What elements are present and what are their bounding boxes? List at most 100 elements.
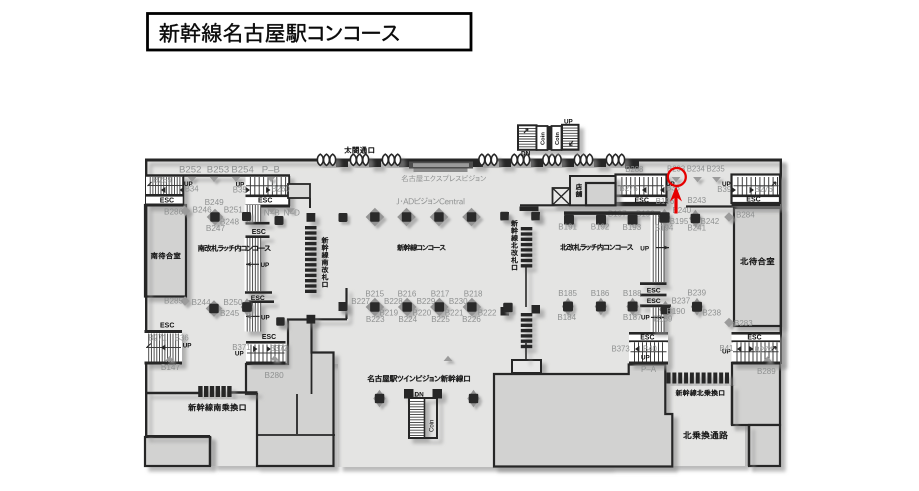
svg-text:ESC: ESC: [640, 335, 654, 342]
svg-text:B222: B222: [478, 308, 497, 317]
svg-text:B191: B191: [558, 223, 577, 232]
svg-text:B245: B245: [220, 309, 240, 318]
svg-text:B254: B254: [231, 165, 254, 176]
svg-text:B235: B235: [707, 165, 726, 174]
svg-text:B250: B250: [223, 298, 243, 307]
svg-text:B373: B373: [612, 345, 630, 354]
svg-text:B217: B217: [431, 289, 450, 298]
svg-text:ESC: ESC: [262, 334, 276, 341]
svg-text:B184: B184: [557, 313, 576, 322]
svg-text:B195: B195: [670, 217, 689, 226]
svg-text:B35: B35: [233, 185, 248, 194]
svg-text:B234: B234: [687, 165, 706, 174]
svg-text:B251: B251: [224, 205, 244, 214]
svg-text:UP: UP: [235, 351, 244, 358]
svg-text:ESC: ESC: [647, 287, 661, 294]
svg-text:B216: B216: [398, 289, 417, 298]
svg-text:B147: B147: [161, 363, 181, 372]
svg-text:N–B: N–B: [264, 209, 280, 218]
svg-text:B240: B240: [672, 206, 691, 215]
svg-text:ESC: ESC: [746, 197, 760, 204]
svg-text:B286: B286: [164, 208, 184, 217]
svg-text:B223: B223: [366, 315, 385, 324]
svg-text:B249: B249: [205, 198, 225, 207]
svg-text:B40: B40: [643, 345, 658, 354]
svg-text:B226: B226: [462, 315, 481, 324]
svg-text:Coin: Coin: [430, 420, 436, 432]
svg-text:B228: B228: [384, 297, 403, 306]
svg-text:UP: UP: [722, 349, 731, 356]
svg-text:UP: UP: [641, 315, 650, 322]
svg-text:B36: B36: [175, 334, 189, 343]
svg-text:UP: UP: [236, 181, 245, 188]
svg-text:B219: B219: [379, 308, 398, 317]
svg-text:UP: UP: [261, 315, 270, 322]
svg-text:B247: B247: [206, 224, 226, 233]
svg-text:B38: B38: [666, 184, 680, 193]
svg-text:B244: B244: [192, 298, 212, 307]
svg-text:ESC: ESC: [747, 335, 761, 342]
svg-text:B215: B215: [365, 289, 384, 298]
svg-text:B194: B194: [655, 224, 674, 233]
svg-text:B239: B239: [687, 289, 706, 298]
svg-text:B225: B225: [431, 315, 450, 324]
svg-text:B34: B34: [185, 185, 200, 194]
svg-text:B242: B242: [701, 217, 720, 226]
svg-text:UP: UP: [184, 181, 193, 188]
svg-text:B284: B284: [736, 211, 755, 220]
svg-text:N–D: N–D: [284, 209, 300, 218]
svg-text:B190: B190: [667, 307, 686, 316]
svg-text:B371: B371: [232, 343, 250, 352]
svg-text:B221: B221: [445, 308, 464, 317]
svg-text:ESC: ESC: [647, 298, 661, 305]
svg-text:B271: B271: [148, 334, 166, 343]
svg-text:UP: UP: [261, 262, 270, 269]
svg-text:Coin: Coin: [540, 132, 546, 145]
svg-text:B241: B241: [687, 224, 706, 233]
svg-text:B185: B185: [558, 289, 577, 298]
svg-text:B237: B237: [672, 297, 691, 306]
svg-text:B275: B275: [620, 184, 639, 193]
svg-text:DN: DN: [415, 392, 425, 399]
svg-text:B220: B220: [413, 308, 432, 317]
svg-text:B230: B230: [449, 297, 468, 306]
svg-text:B248: B248: [220, 217, 240, 226]
svg-text:B259: B259: [153, 176, 172, 185]
svg-text:UP: UP: [640, 245, 649, 252]
svg-text:B285: B285: [164, 297, 184, 306]
svg-text:ESC: ESC: [160, 197, 174, 204]
svg-text:ESC: ESC: [635, 197, 649, 204]
svg-text:P–A: P–A: [641, 365, 657, 374]
svg-text:B224: B224: [398, 315, 417, 324]
svg-text:B280: B280: [265, 371, 285, 380]
svg-text:B276: B276: [755, 185, 773, 194]
svg-text:B252: B252: [179, 165, 201, 176]
svg-text:B193: B193: [623, 223, 642, 232]
svg-text:UP: UP: [183, 343, 192, 350]
svg-text:B189: B189: [654, 315, 673, 324]
svg-text:B253: B253: [207, 165, 229, 176]
svg-text:ESC: ESC: [252, 229, 266, 236]
svg-text:DN: DN: [521, 151, 531, 158]
svg-text:B218: B218: [464, 289, 483, 298]
svg-text:UP: UP: [722, 181, 731, 188]
svg-text:B274: B274: [755, 346, 774, 355]
svg-text:UP: UP: [564, 119, 573, 126]
svg-text:B196: B196: [656, 197, 675, 206]
svg-text:ESC: ESC: [251, 295, 265, 302]
svg-text:P–B: P–B: [262, 165, 280, 176]
svg-text:B229: B229: [417, 297, 436, 306]
svg-text:B41: B41: [720, 344, 734, 353]
svg-text:B227: B227: [351, 297, 370, 306]
svg-text:B246: B246: [193, 205, 213, 214]
svg-text:B187: B187: [623, 313, 642, 322]
svg-text:UP: UP: [641, 355, 650, 362]
svg-text:Coin: Coin: [555, 132, 561, 145]
svg-text:B192: B192: [591, 223, 610, 232]
svg-text:B186: B186: [591, 289, 610, 298]
svg-text:B289: B289: [757, 367, 776, 376]
svg-text:B188: B188: [623, 289, 642, 298]
svg-text:B283: B283: [734, 319, 753, 328]
svg-text:ESC: ESC: [258, 197, 272, 204]
svg-text:B260: B260: [272, 185, 291, 194]
